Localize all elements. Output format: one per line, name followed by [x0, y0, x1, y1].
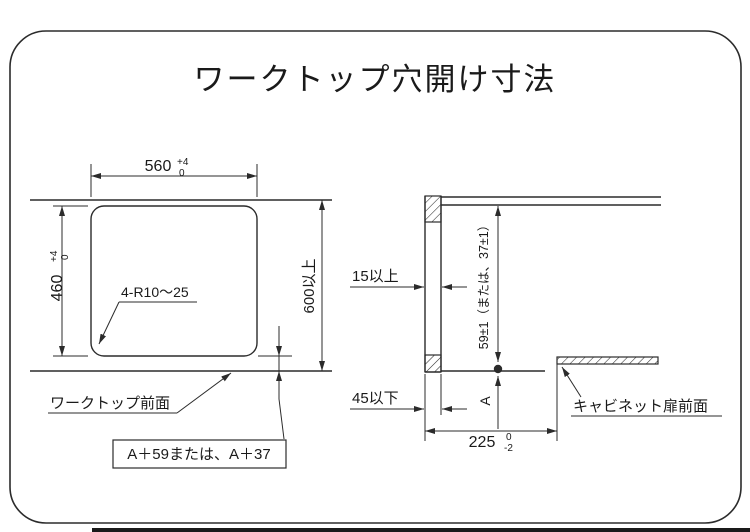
leader-line [176, 372, 232, 414]
worktop-front-label: ワークトップ前面 [50, 395, 170, 412]
height-reference-value: 59±1（または、37±1） [477, 219, 491, 349]
edge-min-dimension: 15以上 [350, 268, 467, 290]
front-max-label: 45以下 [352, 390, 399, 407]
cabinet-front-label: キャビネット扉前面 [573, 398, 708, 415]
reference-point-dot [493, 364, 503, 374]
front-max-dimension: 45以下 [350, 374, 467, 415]
worktop-front-callout: ワークトップ前面 [48, 372, 232, 414]
worktop-section [424, 195, 661, 373]
height-dim-tol-lower: 0 [60, 254, 71, 260]
corner-radius-callout: 4-R10～25 [98, 284, 197, 345]
height-dimension: 460 +4 0 [49, 205, 88, 357]
cabinet-front-section: キャビネット扉前面 [556, 356, 722, 417]
depth-dim-tol-lower: -2 [504, 443, 513, 454]
width-dimension: 560 +4 0 [90, 157, 258, 197]
leader-line [278, 398, 285, 440]
edge-min-label: 15以上 [352, 268, 399, 285]
page-title: ワークトップ穴開け寸法 [194, 62, 557, 97]
depth-dim-tol-upper: 0 [506, 432, 512, 443]
width-dim-value: 560 [145, 158, 172, 175]
a-dimension: A [477, 376, 501, 429]
a-dim-label: A [477, 396, 493, 406]
depth-dimension: 225 0 -2 [424, 364, 558, 454]
width-dim-tol-lower: 0 [179, 168, 185, 179]
sheet-border [9, 30, 742, 524]
height-dim-tol-upper: +4 [49, 250, 60, 262]
section-hatch-top [424, 195, 442, 223]
cutout-hole-rect [90, 205, 258, 357]
cabinet-front-bar [556, 356, 659, 365]
corner-radius-note: 4-R10～25 [121, 284, 189, 300]
depth-dim-value: 225 [469, 434, 496, 451]
scan-edge-artifact [92, 528, 750, 532]
front-offset-dimension [258, 326, 292, 440]
offset-note-text: A＋59または、A＋37 [127, 446, 270, 463]
height-reference-label: 59±1（または、37±1） [477, 219, 491, 349]
left-plan-view: 560 +4 0 460 +4 0 600以上 4-R10～25 [30, 157, 332, 469]
depth-min-value: 600以上 [301, 258, 318, 313]
width-dim-tol-upper: +4 [177, 157, 189, 168]
a-dim-value: A [477, 396, 493, 406]
leader-line [561, 366, 582, 398]
right-section-view: 15以上 59±1（または、37±1） A 45以下 [350, 195, 722, 454]
leader-line [98, 301, 120, 345]
height-dim-value: 460 [49, 275, 66, 302]
offset-note-box: A＋59または、A＋37 [112, 439, 287, 469]
depth-min-label: 600以上 [301, 258, 318, 313]
note-box-frame [112, 439, 287, 469]
section-hatch-bottom [424, 354, 442, 373]
height-reference-dimension: 59±1（または、37±1） [477, 206, 503, 374]
height-dim-label: 460 +4 0 [49, 250, 71, 301]
depth-min-dimension: 600以上 [301, 200, 325, 371]
